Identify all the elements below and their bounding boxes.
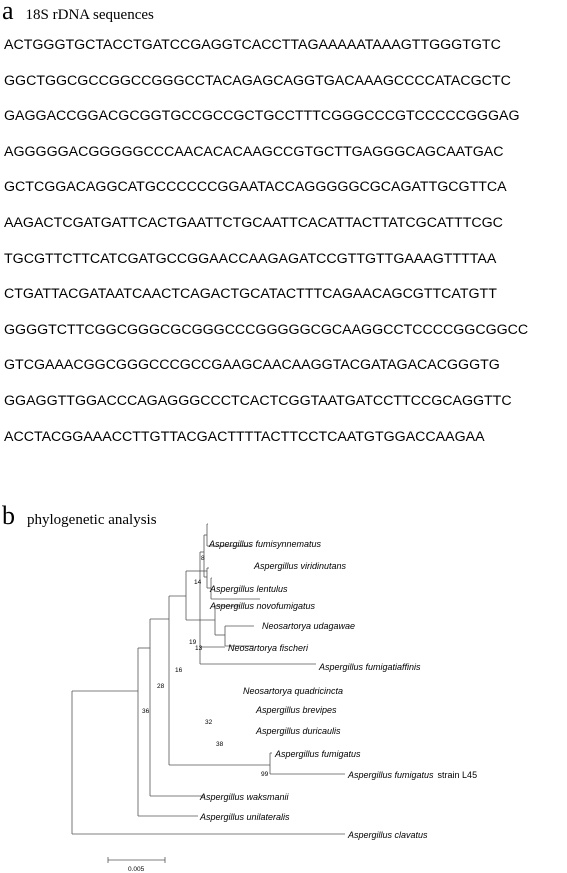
bootstrap-value: 38 [216, 741, 224, 748]
sequence-line: GGAGGTTGGACCCAGAGGGCCCTCACTCGGTAATGATCCT… [4, 392, 512, 409]
tree-branches [71, 523, 345, 835]
bootstrap-value: 32 [205, 719, 213, 726]
bootstrap-value: 14 [194, 579, 202, 586]
bootstrap-value: 19 [189, 639, 197, 646]
sequence-line: ACCTACGGAAACCTTGTTACGACTTTTACTTCCTCAATGT… [4, 428, 485, 445]
taxon-label: Aspergillus lentulus [209, 584, 288, 594]
panel-b-header: b phylogenetic analysis [2, 503, 157, 529]
taxon-label: Aspergillus fumigatus [347, 770, 434, 780]
taxon-label: Aspergillus waksmanii [199, 792, 290, 802]
scale-bar: 0.005 [107, 857, 166, 873]
sequence-line: ACTGGGTGCTACCTGATCCGAGGTCACCTTAGAAAAATAA… [4, 37, 501, 53]
sequence-line: GTCGAAACGGCGGGCCCGCCGAAGCAACAAGGTACGATAG… [4, 357, 500, 374]
taxon-label: Aspergillus unilateralis [199, 812, 290, 822]
taxon-label: Aspergillus fumigatiaffinis [318, 662, 421, 672]
scale-label: 0.005 [128, 866, 145, 873]
panel-b-letter: b [2, 501, 15, 530]
taxon-label: Neosartorya quadricincta [243, 686, 343, 696]
panel-b-title: phylogenetic analysis [27, 512, 157, 528]
sequence-line: GCTCGGACAGGCATGCCCCCCGGAATACCAGGGGGCGCAG… [4, 179, 507, 196]
panel-a-letter: a [2, 0, 14, 25]
taxon-label: Aspergillus fumigatus [274, 749, 361, 759]
strain-suffix: strain L45 [438, 770, 478, 780]
taxon-label-strain: Aspergillus fumigatus strain L45 [347, 770, 477, 780]
sequence-line: GGCTGGCGCCGGCCGGGCCTACAGAGCAGGTGACAAAGCC… [4, 72, 511, 89]
taxon-label: Aspergillus fumisynnematus [208, 539, 322, 549]
bootstrap-value: 16 [175, 667, 183, 674]
sequence-block: ACTGGGTGCTACCTGATCCGAGGTCACCTTAGAAAAATAA… [4, 36, 567, 463]
bootstrap-value: 36 [142, 708, 150, 715]
sequence-line: GAGGACCGGACGCGGTGCCGCCGCTGCCTTTCGGGCCCGT… [4, 108, 520, 125]
taxon-label: Aspergillus viridinutans [253, 561, 347, 571]
bootstrap-value: 13 [195, 645, 203, 652]
taxon-labels: Aspergillus fumisynnematus Aspergillus v… [199, 539, 477, 840]
sequence-line: AAGACTCGATGATTCACTGAATTCTGCAATTCACATTACT… [4, 214, 503, 231]
sequence-line: TGCGTTCTTCATCGATGCCGGAACCAAGAGATCCGTTGTT… [4, 250, 497, 267]
taxon-label: Neosartorya udagawae [262, 621, 355, 631]
bootstrap-value: 8 [201, 555, 205, 562]
sequence-line: GGGGTCTTCGGCGGGCGCGGGCCCGGGGGCGCAAGGCCTC… [4, 321, 529, 338]
taxon-label: Aspergillus brevipes [255, 705, 337, 715]
taxon-label: Aspergillus novofumigatus [209, 601, 316, 611]
taxon-label: Aspergillus duricaulis [255, 726, 341, 736]
sequence-line: CTGATTACGATAATCAACTCAGACTGCATACTTTCAGAAC… [4, 286, 497, 303]
sequence-line: AGGGGGACGGGGGCCCAACACACAAGCCGTGCTTGAGGGC… [4, 143, 504, 160]
bootstrap-value: 28 [157, 683, 165, 690]
bootstrap-labels: 8 14 13 19 16 32 38 28 36 99 [142, 555, 269, 778]
taxon-label: Aspergillus clavatus [347, 830, 428, 840]
phylogenetic-tree: Aspergillus fumisynnematus Aspergillus v… [71, 523, 477, 873]
taxon-label: Neosartorya fischeri [228, 643, 309, 653]
bootstrap-value: 99 [261, 771, 269, 778]
panel-a-header: a 18S rDNA sequences [2, 0, 154, 24]
panel-a-title: 18S rDNA sequences [25, 7, 154, 23]
